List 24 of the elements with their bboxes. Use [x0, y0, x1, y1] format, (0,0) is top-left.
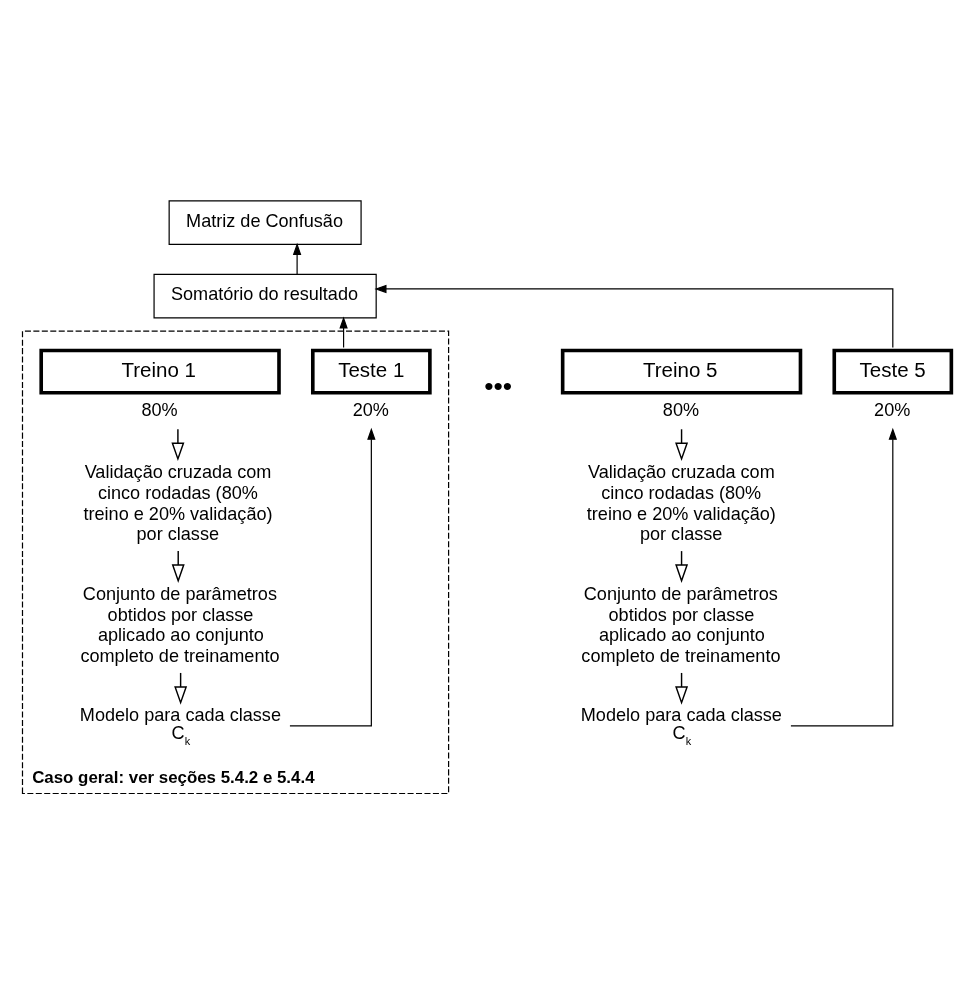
node-box: Teste 1	[311, 348, 432, 395]
node-label: 80%	[662, 399, 700, 420]
label: •••	[484, 370, 513, 401]
arrow	[339, 315, 348, 348]
node-box: Teste 5	[832, 348, 954, 395]
node-box: Somatório do resultado	[153, 273, 377, 319]
node-box: Treino 1	[39, 348, 281, 395]
node-label: 20%	[874, 399, 911, 420]
arrow	[374, 284, 894, 348]
node-text: Conjunto de parâmetros obtidos por classe aplicado ao conjunto completo de treinamento	[581, 583, 781, 666]
node-box: Matriz de Confusão	[168, 199, 362, 245]
node-label: 20%	[352, 399, 389, 420]
node-box: Treino 5	[560, 348, 803, 395]
node-label: 80%	[141, 399, 178, 420]
node-text: Validação cruzada com cinco rodadas (80% treino e 20% validação) por classe	[83, 461, 273, 544]
arrow	[171, 549, 185, 583]
node-text: Modelo para cada classe C$_{k}$	[79, 704, 281, 747]
arrow	[289, 427, 376, 727]
node-text: Modelo para cada classe C$_{k}$	[580, 704, 782, 747]
arrow	[790, 427, 898, 727]
node-text: Validação cruzada com cinco rodadas (80% treino e 20% validação) por classe	[586, 461, 776, 544]
arrow	[171, 428, 185, 461]
arrow	[292, 242, 302, 275]
node-text: Conjunto de parâmetros obtidos por classe aplicado ao conjunto completo de treinamento	[80, 583, 280, 666]
